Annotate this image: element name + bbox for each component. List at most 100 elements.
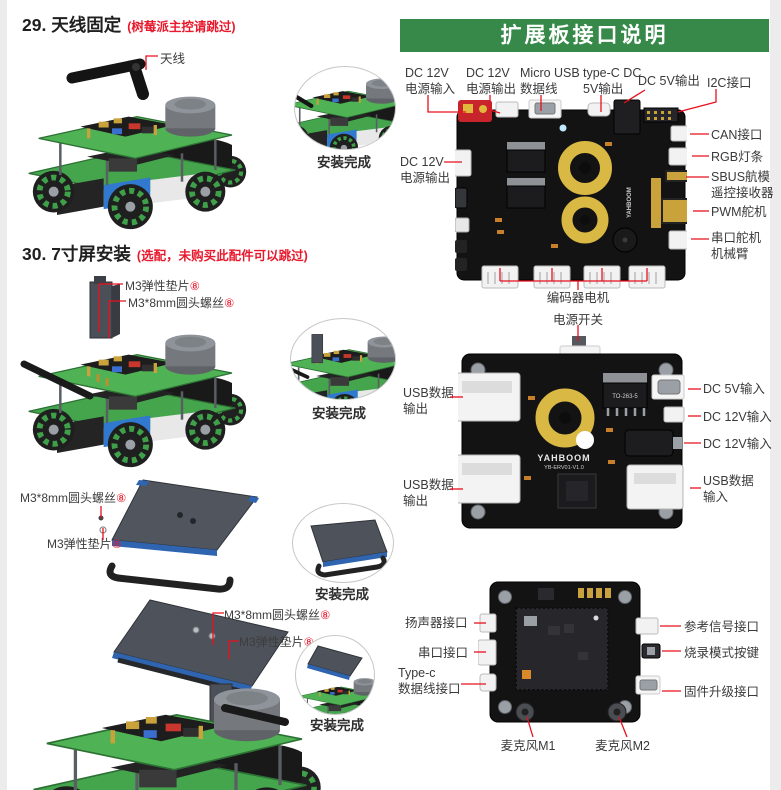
b1-label-dc5v-out: DC 5V输出: [638, 74, 700, 88]
section-30-note: (选配，未购买此配件可以跳过): [136, 249, 308, 263]
page-left-edge: [0, 0, 7, 790]
b3-label-burn-button: 烧录模式按键: [684, 646, 760, 660]
typec-data-conn: [479, 673, 497, 692]
b2-silk-logo: YAHBOOM: [537, 453, 590, 463]
microphones: [515, 702, 627, 722]
passives: [524, 396, 615, 480]
screen-panel-illustration: [98, 479, 259, 593]
b2-label-usb-out-2: USB数据 输出: [403, 478, 454, 508]
b2-chip-label: TO-263-5: [612, 394, 638, 400]
dc12v-out-conn-top: [495, 101, 519, 118]
screen-handle-bar: [106, 562, 234, 593]
b1-label-encoder-motor: 编码器电机: [546, 291, 610, 305]
usb-hub-board-graphic: TO-263-5 YAHBOOM YB-ERV01-V1.0: [458, 336, 685, 529]
micro-usb-in: [651, 374, 685, 400]
b2-label-usb-in: USB数据 输入: [703, 474, 754, 504]
screw-qty-badge: ⑧: [320, 610, 331, 622]
screw-name: M3*8mm圆头螺丝: [20, 491, 117, 505]
b1-label-serial-servo: 串口舵机 机械臂: [711, 231, 762, 261]
typec-conn: [587, 102, 611, 117]
screws-floating: [96, 374, 109, 386]
section-29-heading: 29. 天线固定(树莓派主控请跳过): [22, 12, 236, 37]
to263-chip: TO-263-5: [602, 373, 648, 416]
antenna-mounted: [20, 360, 94, 400]
b1-label-typec-5v: type-C DC 5V输出: [583, 66, 642, 96]
usb-a-in: [626, 464, 684, 510]
screw-label-c: M3*8mm圆头螺丝⑧: [224, 606, 330, 623]
b3-label-speaker: 扬声器接口: [405, 616, 468, 630]
left-conn-4: [455, 258, 467, 271]
dc12v-out-conn-left: [455, 149, 472, 177]
left-conn-2: [455, 217, 470, 233]
i2c-header: [643, 107, 679, 123]
done-label-1: 安装完成: [317, 155, 371, 170]
b2-silk-model: YB-ERV01-V1.0: [544, 465, 584, 471]
panel-header: 扩展板接口说明: [400, 19, 769, 52]
b3-label-serial: 串口接口: [418, 646, 469, 660]
left-conn-3: [455, 240, 467, 253]
dc5v-module: [613, 99, 641, 135]
antenna-mounted: [221, 704, 289, 726]
washer-qty-badge: ⑧: [189, 281, 200, 293]
b1-label-dc12v-in: DC 12V 电源输入: [405, 66, 456, 96]
inset-antenna-done-art: [295, 76, 395, 149]
inset-bracket-done-art: [291, 334, 395, 399]
b1-label-pwm: PWM舵机: [711, 205, 767, 219]
white-led: [576, 431, 594, 449]
rgb-conn: [668, 147, 687, 166]
washer-name: M3弹性垫片: [239, 635, 304, 649]
inset-antenna-done: [294, 66, 396, 150]
screen-bracket-floating: [89, 276, 120, 339]
b2-label-dc12v-in-1: DC 12V输入: [703, 410, 772, 424]
screw-washer-icons: [98, 515, 107, 534]
b3-label-ref-signal: 参考信号接口: [684, 620, 760, 634]
b1-label-sbus: SBUS航模 遥控接收器: [711, 170, 774, 200]
robot-antenna-step-illustration: [12, 58, 284, 243]
b1-label-dc12v-out-left: DC 12V 电源输出: [400, 155, 451, 185]
micro-usb-conn: [528, 99, 562, 119]
b3-label-mic1: 麦克风M1: [500, 739, 556, 753]
done-label-2: 安装完成: [312, 406, 366, 421]
inset-screen-flat-art: [310, 519, 388, 578]
status-led: [559, 124, 567, 132]
antenna-callout-label: 天线: [160, 52, 186, 66]
robot-screen-mount-illustration: [0, 599, 392, 790]
section-30-title: 30. 7寸屏安装: [22, 244, 131, 264]
wifi-module: [515, 607, 609, 691]
can-conn: [670, 125, 687, 142]
xh-conn-12v: [663, 406, 685, 423]
dc-jack: [624, 429, 682, 457]
inset-screen-mounted-done: [295, 635, 375, 715]
inset-bracket-done: [290, 318, 396, 400]
section-30-heading: 30. 7寸屏安装 (选配，未购买此配件可以跳过): [22, 241, 308, 266]
washer-name: M3弹性垫片: [47, 537, 112, 551]
expansion-board-graphic: YAHBOOM: [455, 99, 687, 289]
voice-board-graphic: [478, 581, 661, 723]
toroid-inductors: [558, 141, 612, 244]
b1-silk-logo: YAHBOOM: [627, 187, 633, 218]
b1-label-i2c: I2C接口: [707, 76, 752, 90]
qfp-chip: [557, 473, 597, 509]
serial-servo-conn: [668, 230, 687, 250]
screw-name: M3*8mm圆头螺丝: [224, 608, 321, 622]
b2-label-dc12v-in-2: DC 12V输入: [703, 437, 772, 451]
xt60-power-in: [458, 100, 492, 122]
pwm-header: [661, 198, 687, 224]
washer-qty-badge: ⑧: [111, 539, 122, 551]
washer-label-b: M3弹性垫片⑧: [47, 535, 122, 552]
b1-label-microusb: Micro USB 数据线: [520, 66, 580, 96]
page-right-edge: [770, 0, 781, 790]
b3-label-mic2: 麦克风M2: [595, 739, 650, 753]
inset-screen-mounted-art: [296, 645, 374, 714]
washer-label-a: M3弹性垫片⑧: [125, 277, 200, 294]
b3-label-fw-upgrade: 固件升级接口: [684, 685, 760, 699]
b3-label-typec-data: Type-c 数据线接口: [398, 666, 461, 696]
screen-panel: [111, 479, 259, 556]
left-switch: [455, 187, 468, 209]
done-label-4: 安装完成: [310, 718, 364, 733]
b1-label-dc12v-out-top: DC 12V 电源输出: [466, 66, 517, 96]
screw-label-a: M3*8mm圆头螺丝⑧: [128, 294, 234, 311]
b1-label-rgb: RGB灯条: [711, 150, 764, 164]
to263-chips: [506, 142, 546, 209]
